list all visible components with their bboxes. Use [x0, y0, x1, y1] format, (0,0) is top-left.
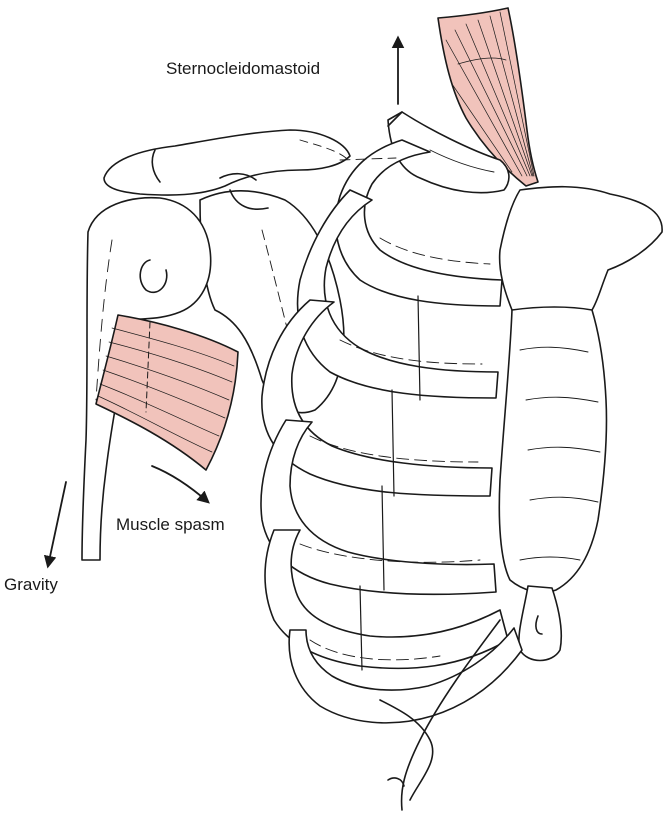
- muscle-spasm-band: [96, 315, 238, 470]
- gravity-arrow: [48, 482, 66, 566]
- acromion: [104, 130, 350, 195]
- xiphoid: [519, 586, 561, 661]
- muscle-spasm-arrow: [152, 466, 208, 502]
- sternocleidomastoid-label: Sternocleidomastoid: [166, 60, 320, 77]
- muscle-spasm-label: Muscle spasm: [116, 516, 225, 533]
- sternum: [499, 187, 662, 593]
- gravity-label: Gravity: [4, 576, 58, 593]
